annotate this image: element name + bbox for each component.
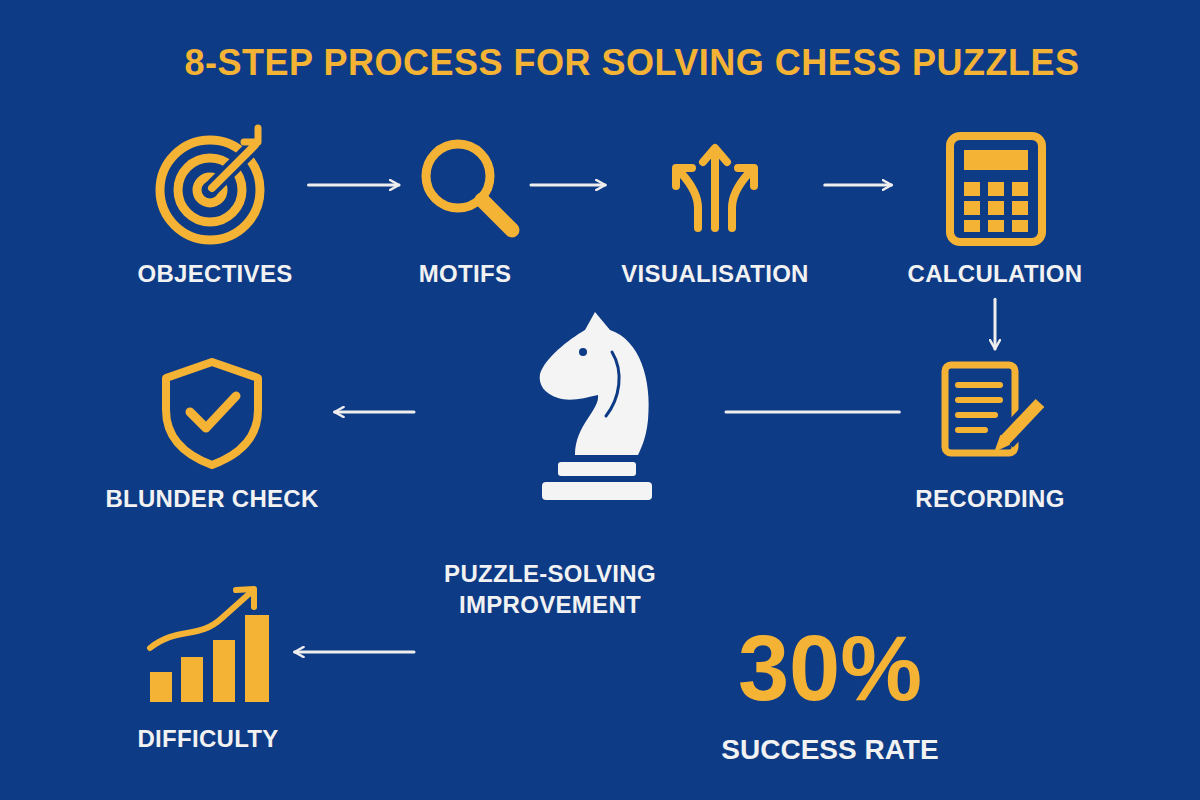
node-label: PUZZLE-SOLVING IMPROVEMENT xyxy=(420,558,680,620)
node-label: VISUALISATION xyxy=(621,258,808,289)
shield-icon xyxy=(166,362,258,465)
node-label: RECORDING xyxy=(915,483,1064,514)
step-node: CALCULATION xyxy=(898,130,1093,293)
step-node: OBJECTIVES xyxy=(127,130,302,293)
bar-chart-icon xyxy=(150,589,269,702)
calculator-icon xyxy=(950,136,1042,242)
node-label: CALCULATION xyxy=(908,258,1083,289)
percentage-caption: SUCCESS RATE xyxy=(721,736,938,764)
step-node: VISUALISATION xyxy=(611,130,818,293)
node-label: MOTIFS xyxy=(415,258,515,289)
target-icon xyxy=(160,128,260,240)
split-arrows-icon xyxy=(676,148,754,228)
node-label: OBJECTIVES xyxy=(137,258,292,289)
magnifier-icon xyxy=(426,144,512,230)
step-node: RECORDING xyxy=(905,355,1074,518)
flow-arrow xyxy=(825,184,892,187)
step-node: DIFFICULTY xyxy=(127,600,288,758)
flow-arrow xyxy=(531,184,605,187)
node-label: BLUNDER CHECK xyxy=(105,483,318,514)
node-label: DIFFICULTY xyxy=(137,723,278,754)
title: 8-STEP PROCESS FOR SOLVING CHESS PUZZLES xyxy=(185,42,1080,84)
flow-arrow xyxy=(309,184,399,187)
flow-arrow xyxy=(726,411,899,414)
central-node: PUZZLE-SOLVING IMPROVEMENT xyxy=(420,300,720,670)
knight-piece xyxy=(540,312,652,500)
flow-arrow xyxy=(994,299,997,349)
big-percentage: 30% xyxy=(738,622,922,714)
step-node: MOTIFS xyxy=(405,130,525,293)
flow-arrow xyxy=(335,411,414,414)
flow-arrow xyxy=(295,651,414,654)
step-node: BLUNDER CHECK xyxy=(95,355,328,518)
document-icon xyxy=(945,365,1040,453)
